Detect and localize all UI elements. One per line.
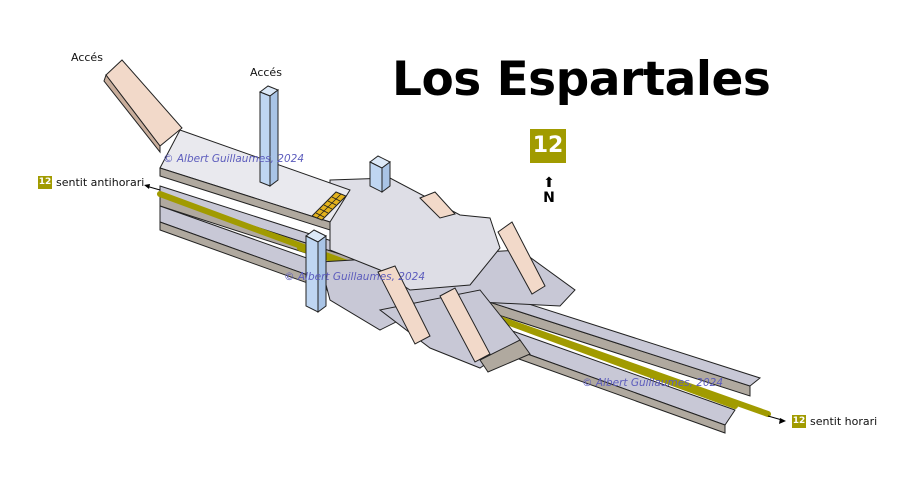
credit-1: © Albert Guillaumes, 2024 <box>163 153 305 165</box>
line-badge: 12 <box>530 129 566 163</box>
left-access-ramp <box>103 59 183 154</box>
credit-2: © Albert Guillaumes, 2024 <box>284 271 426 283</box>
direction-left-badge: 12 <box>38 176 52 189</box>
station-title: Los Espartales <box>392 52 771 107</box>
direction-right-label: sentit horari <box>810 415 878 428</box>
stairs <box>311 191 347 221</box>
access-label-center: Accés <box>250 66 282 79</box>
direction-arrows <box>144 184 786 424</box>
elevators <box>258 85 391 313</box>
access-corridor <box>159 129 351 231</box>
platform-ramps <box>377 191 546 363</box>
access-label-left: Accés <box>71 51 103 64</box>
north-label: N <box>543 190 555 206</box>
direction-right-badge: 12 <box>792 415 806 428</box>
credit-3: © Albert Guillaumes, 2024 <box>582 377 724 389</box>
north-arrow-icon: ⬆ <box>543 175 555 191</box>
direction-left-label: sentit antihorari <box>56 176 145 189</box>
north-indicator: ⬆ N <box>542 176 556 206</box>
